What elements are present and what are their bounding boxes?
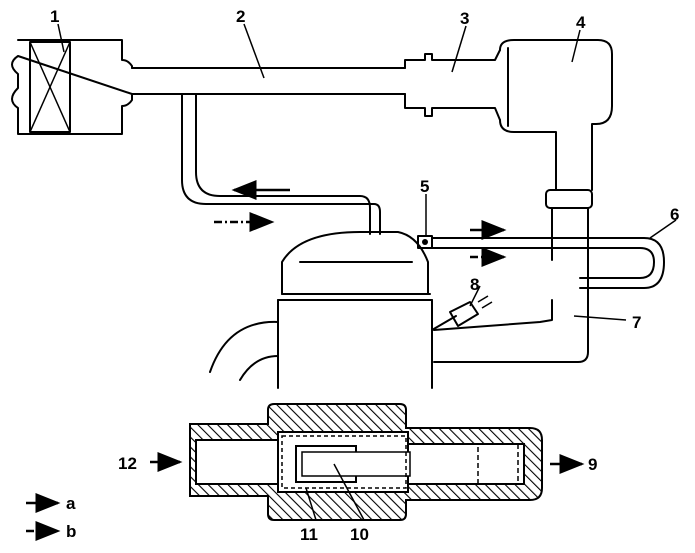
callout-5: 5 (420, 177, 429, 196)
callout-3: 3 (460, 9, 469, 28)
pcv-flow-arrows (470, 220, 507, 267)
section-flow-arrows (150, 452, 585, 474)
pcv-hose (431, 237, 665, 289)
callout-4: 4 (576, 13, 586, 32)
throttle-body (499, 39, 613, 191)
callout-1: 1 (50, 7, 59, 26)
callout-11: 11 (300, 525, 318, 544)
engine-lower-pipe (209, 320, 279, 381)
callout-7: 7 (632, 313, 641, 332)
callout-10: 10 (350, 525, 369, 544)
breather-hose (181, 93, 381, 235)
callout-9: 9 (588, 455, 597, 474)
electrical-connector (431, 295, 493, 331)
callout-8: 8 (470, 275, 479, 294)
legend-label-b: b (66, 522, 76, 541)
air-filter (11, 39, 133, 135)
intake-manifold-riser (433, 189, 593, 363)
engine-valve-cover (277, 231, 433, 389)
callout-12: 12 (118, 454, 137, 473)
breather-flow-arrows (214, 180, 290, 232)
pcv-valve-section (189, 403, 543, 521)
legend-arrows (26, 493, 61, 541)
pcv-valve (417, 235, 433, 249)
intake-duct (131, 67, 406, 95)
hose-coupling (404, 49, 501, 121)
callout-6: 6 (670, 205, 679, 224)
legend-label-a: a (66, 494, 76, 513)
callout-leaders (57, 23, 677, 521)
callout-2: 2 (236, 7, 245, 26)
